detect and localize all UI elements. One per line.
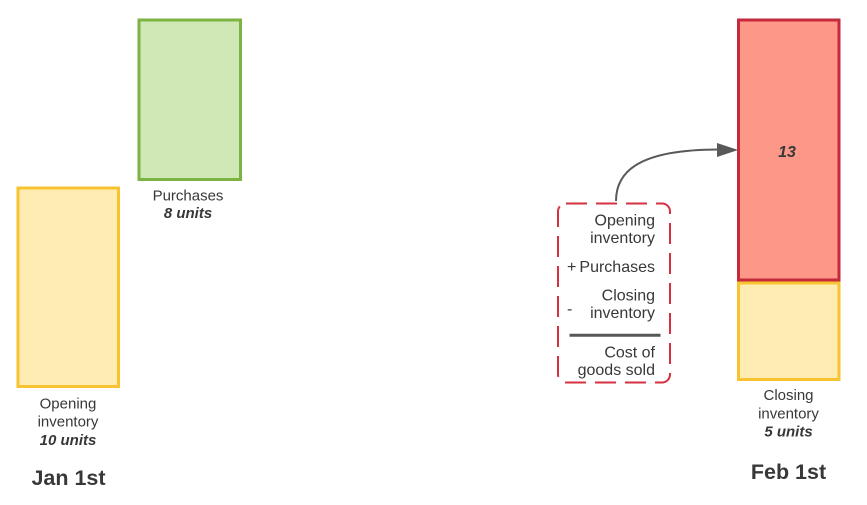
svg-text:inventory: inventory [590, 230, 655, 247]
svg-text:+: + [567, 259, 576, 276]
svg-text:Purchases: Purchases [153, 187, 224, 204]
svg-text:5 units: 5 units [764, 424, 812, 441]
svg-text:goods sold: goods sold [578, 362, 655, 379]
svg-text:inventory: inventory [590, 305, 655, 322]
svg-text:Feb 1st: Feb 1st [751, 460, 826, 484]
svg-text:-: - [567, 301, 572, 318]
svg-text:8 units: 8 units [164, 205, 212, 222]
svg-text:Jan 1st: Jan 1st [31, 466, 105, 490]
svg-text:inventory: inventory [758, 405, 819, 422]
svg-text:13: 13 [778, 144, 796, 161]
svg-text:Opening: Opening [40, 395, 97, 412]
svg-text:Purchases: Purchases [579, 259, 655, 276]
svg-text:10 units: 10 units [40, 432, 97, 449]
svg-text:Cost of: Cost of [604, 345, 655, 362]
svg-text:Opening: Opening [595, 213, 656, 230]
svg-text:Closing: Closing [602, 288, 655, 305]
svg-text:Closing: Closing [763, 387, 813, 404]
svg-text:inventory: inventory [38, 414, 99, 431]
